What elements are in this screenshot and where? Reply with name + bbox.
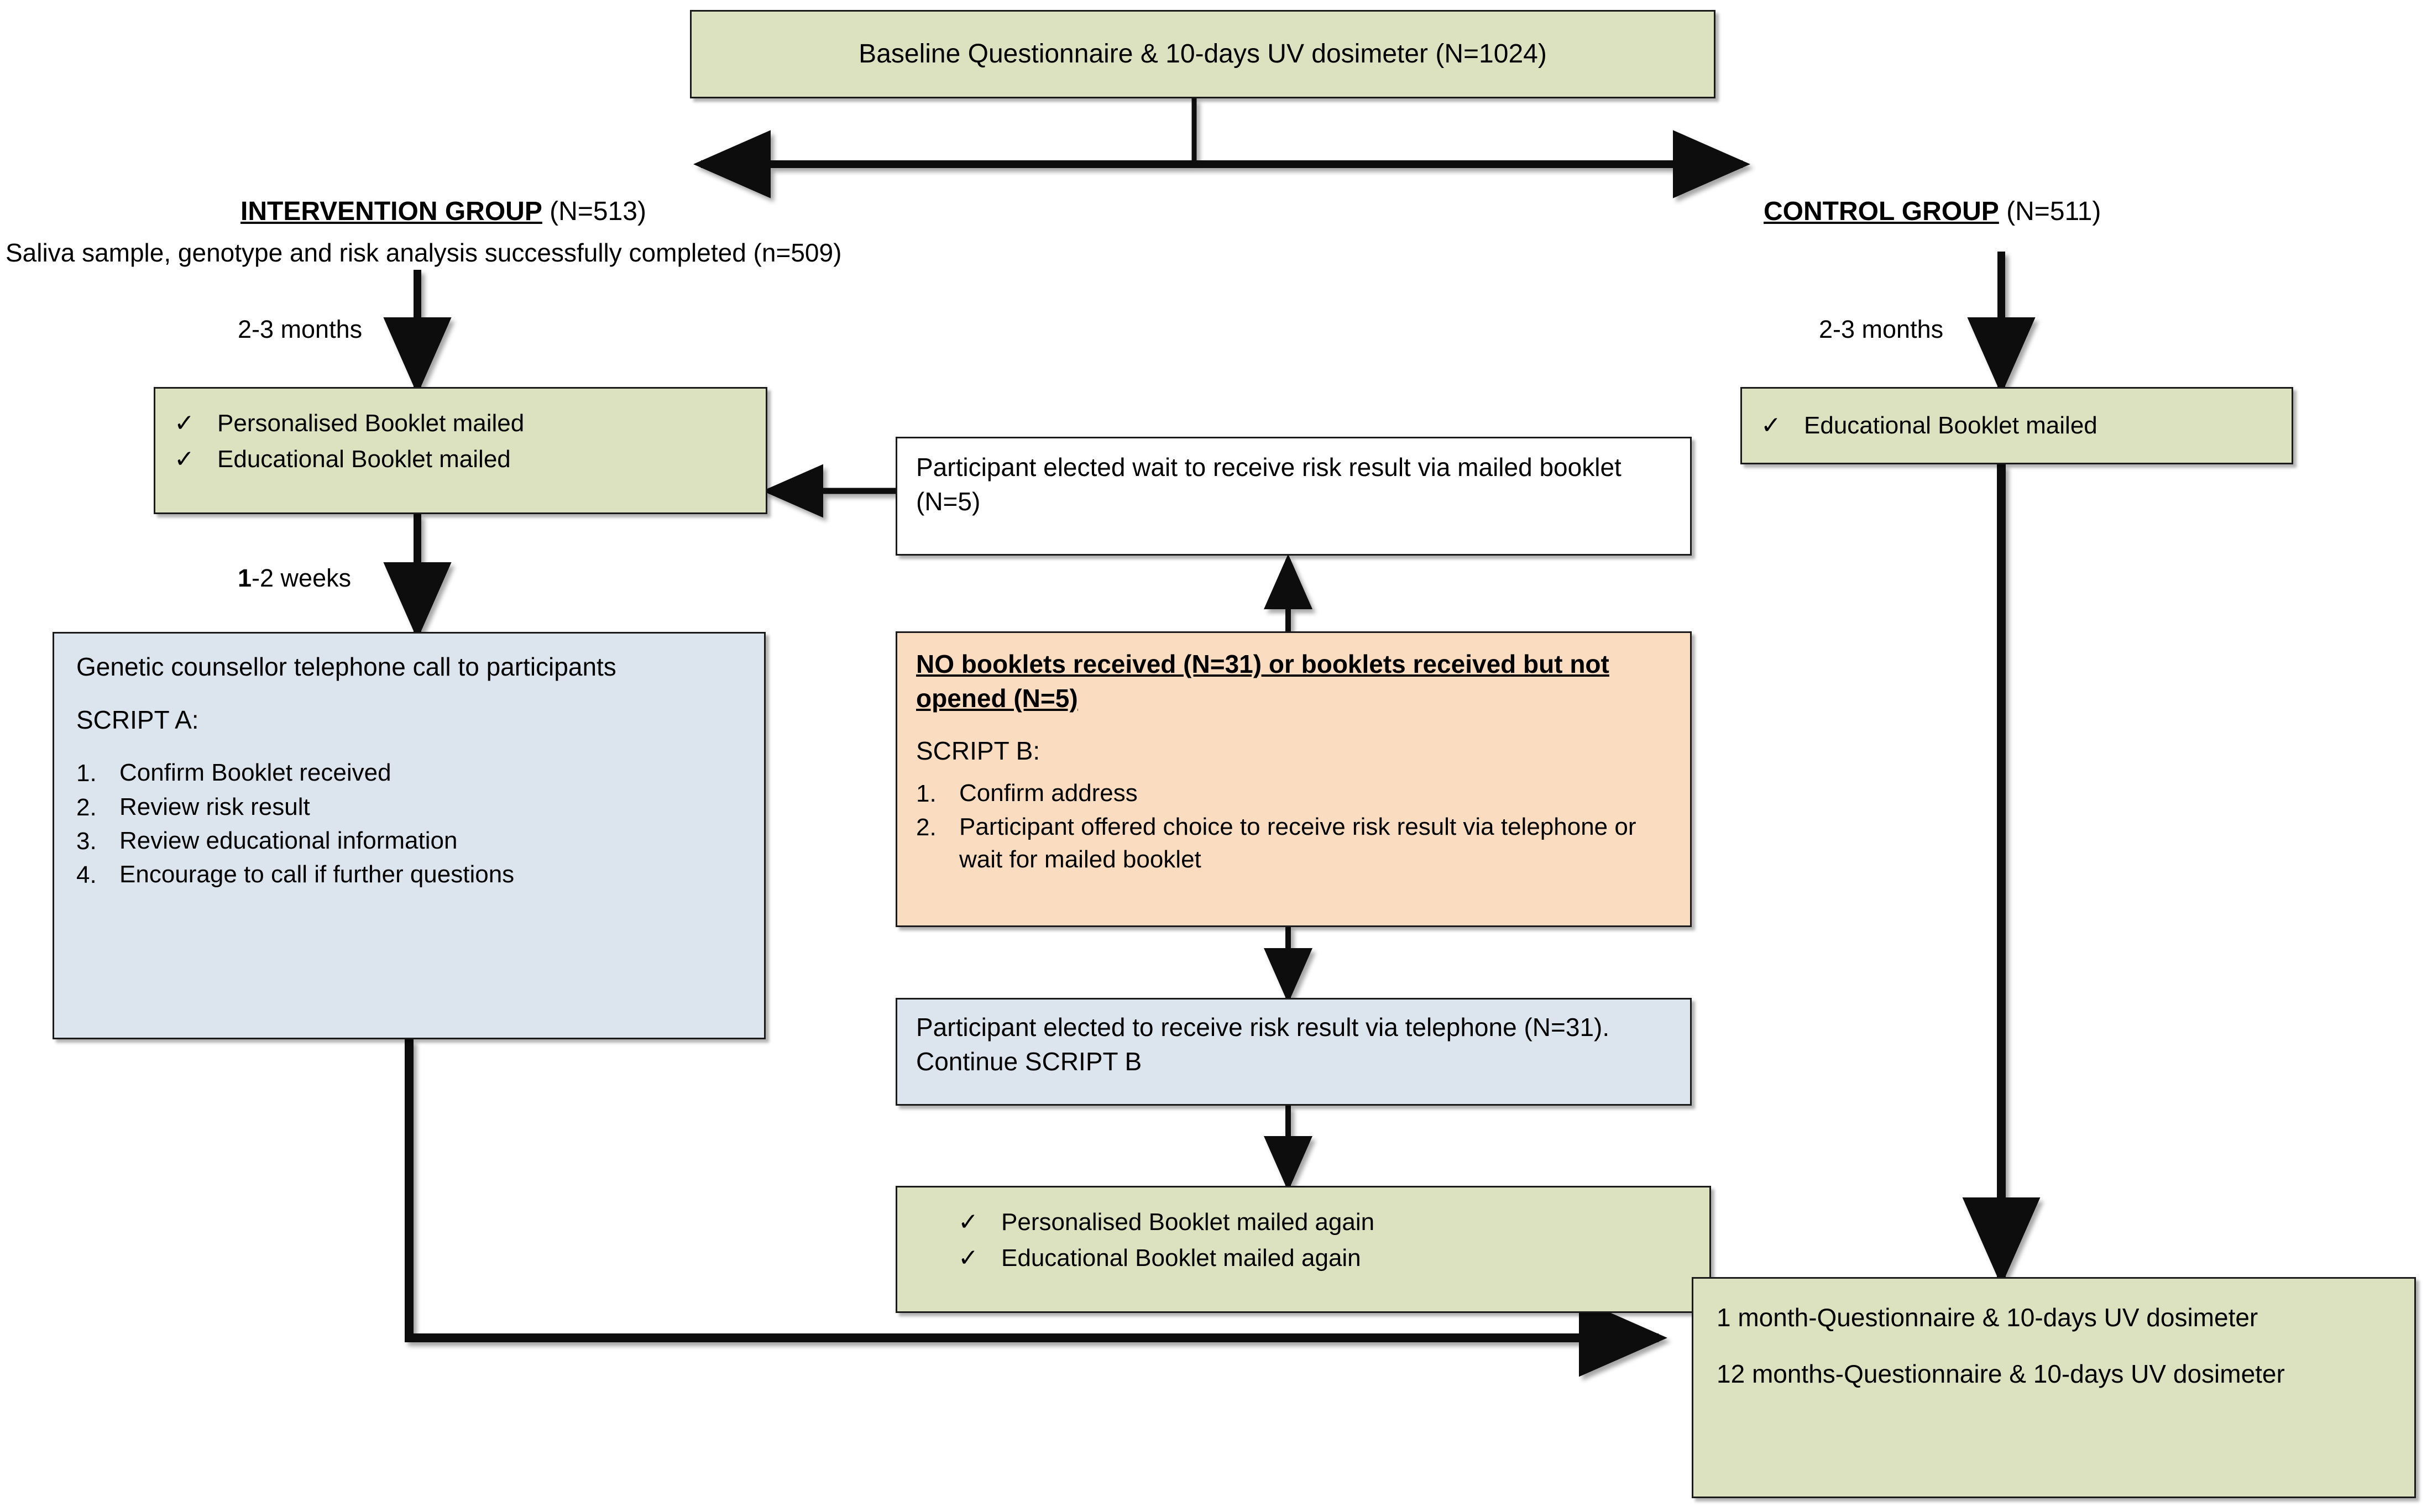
control-group-count: (N=511) <box>1999 197 2101 226</box>
remailed-item-label: Personalised Booklet mailed again <box>1001 1208 1375 1236</box>
step-text: Confirm Booklet received <box>119 759 391 787</box>
list-item: 3. Review educational information <box>76 825 742 857</box>
step-number: 1. <box>76 760 97 787</box>
intervention-timing-weeks: 1-2 weeks <box>238 564 351 593</box>
spacer <box>916 768 1671 776</box>
step-number: 2. <box>76 793 97 821</box>
script-b-steps: 1. Confirm address 2. Participant offere… <box>916 777 1671 876</box>
followup-line-2: 12 months-Questionnaire & 10-days UV dos… <box>1717 1359 2285 1388</box>
intervention-group-title: INTERVENTION GROUP <box>240 197 542 226</box>
check-icon: ✓ <box>174 445 195 473</box>
script-b-content: NO booklets received (N=31) or booklets … <box>897 633 1690 892</box>
control-booklet-box: ✓ Educational Booklet mailed <box>1740 387 2293 464</box>
step-number: 1. <box>916 779 937 807</box>
intervention-group-count: (N=513) <box>542 197 646 226</box>
followup-line-1: 1 month-Questionnaire & 10-days UV dosim… <box>1717 1303 2258 1332</box>
list-item: 1. Confirm address <box>916 777 1671 810</box>
remailed-item-label: Educational Booklet mailed again <box>1001 1244 1361 1272</box>
wait-for-mailed-booklet-box: Participant elected wait to receive risk… <box>896 437 1692 556</box>
intervention-timing-months: 2-3 months <box>238 315 363 343</box>
followup-content: 1 month-Questionnaire & 10-days UV dosim… <box>1693 1279 2414 1413</box>
spacer <box>76 737 742 756</box>
wait-box-text: Participant elected wait to receive risk… <box>916 453 1622 516</box>
list-item: ✓ Personalised Booklet mailed <box>174 407 747 440</box>
step-text: Review educational information <box>119 827 458 855</box>
list-item: ✓ Educational Booklet mailed <box>174 443 747 476</box>
step-text: Encourage to call if further questions <box>119 861 515 888</box>
control-timing-months: 2-3 months <box>1819 315 1944 343</box>
check-icon: ✓ <box>958 1244 979 1272</box>
timing-weeks-rest: -2 weeks <box>252 564 352 592</box>
booklet-item-label: Personalised Booklet mailed <box>217 410 525 437</box>
baseline-label: Baseline Questionnaire & 10-days UV dosi… <box>859 39 1547 69</box>
step-text: Participant offered choice to receive ri… <box>959 813 1636 873</box>
remailed-list: ✓ Personalised Booklet mailed again ✓ Ed… <box>897 1187 1709 1293</box>
step-text: Review risk result <box>119 793 310 820</box>
check-icon: ✓ <box>174 410 195 437</box>
script-a-content: Genetic counsellor telephone call to par… <box>54 634 764 909</box>
script-b-label: SCRIPT B: <box>916 736 1040 766</box>
telephone-box-text: Participant elected to receive risk resu… <box>916 1013 1610 1076</box>
booklet-item-label: Educational Booklet mailed <box>217 445 511 473</box>
booklet-item-label: Educational Booklet mailed <box>1804 411 2098 439</box>
script-a-label: SCRIPT A: <box>76 705 199 734</box>
script-a-intro: Genetic counsellor telephone call to par… <box>76 652 616 681</box>
spacer <box>1717 1335 2391 1357</box>
step-number: 4. <box>76 861 97 889</box>
script-a-box: Genetic counsellor telephone call to par… <box>53 632 766 1039</box>
booklets-remailed-box: ✓ Personalised Booklet mailed again ✓ Ed… <box>896 1186 1711 1313</box>
script-b-box: NO booklets received (N=31) or booklets … <box>896 631 1692 927</box>
control-booklet-list: ✓ Educational Booklet mailed <box>1742 406 2116 446</box>
list-item: ✓ Educational Booklet mailed <box>1761 410 2098 442</box>
list-item: 2. Participant offered choice to receive… <box>916 811 1671 876</box>
control-group-header: CONTROL GROUP (N=511) <box>1764 196 2101 227</box>
spacer <box>916 715 1671 734</box>
followup-box: 1 month-Questionnaire & 10-days UV dosim… <box>1692 1277 2416 1498</box>
timing-weeks-bold: 1 <box>238 564 252 592</box>
intervention-subtitle: Saliva sample, genotype and risk analysi… <box>6 238 842 267</box>
list-item: ✓ Educational Booklet mailed again <box>958 1242 1691 1275</box>
list-item: ✓ Personalised Booklet mailed again <box>958 1206 1691 1239</box>
check-icon: ✓ <box>958 1208 979 1236</box>
list-item: 4. Encourage to call if further question… <box>76 859 742 891</box>
step-number: 3. <box>76 828 97 855</box>
telephone-elected-box: Participant elected to receive risk resu… <box>896 998 1692 1106</box>
list-item: 1. Confirm Booklet received <box>76 757 742 789</box>
control-group-title: CONTROL GROUP <box>1764 197 1999 226</box>
step-text: Confirm address <box>959 779 1138 807</box>
check-icon: ✓ <box>1761 411 1781 439</box>
script-a-steps: 1. Confirm Booklet received 2. Review ri… <box>76 757 742 892</box>
spacer <box>76 684 742 703</box>
intervention-booklet-box: ✓ Personalised Booklet mailed ✓ Educatio… <box>154 387 767 514</box>
script-b-heading: NO booklets received (N=31) or booklets … <box>916 650 1609 713</box>
baseline-box: Baseline Questionnaire & 10-days UV dosi… <box>690 10 1715 98</box>
intervention-booklet-list: ✓ Personalised Booklet mailed ✓ Educatio… <box>155 389 766 494</box>
list-item: 2. Review risk result <box>76 791 742 824</box>
intervention-group-header: INTERVENTION GROUP (N=513) <box>240 196 646 227</box>
step-number: 2. <box>916 814 937 841</box>
